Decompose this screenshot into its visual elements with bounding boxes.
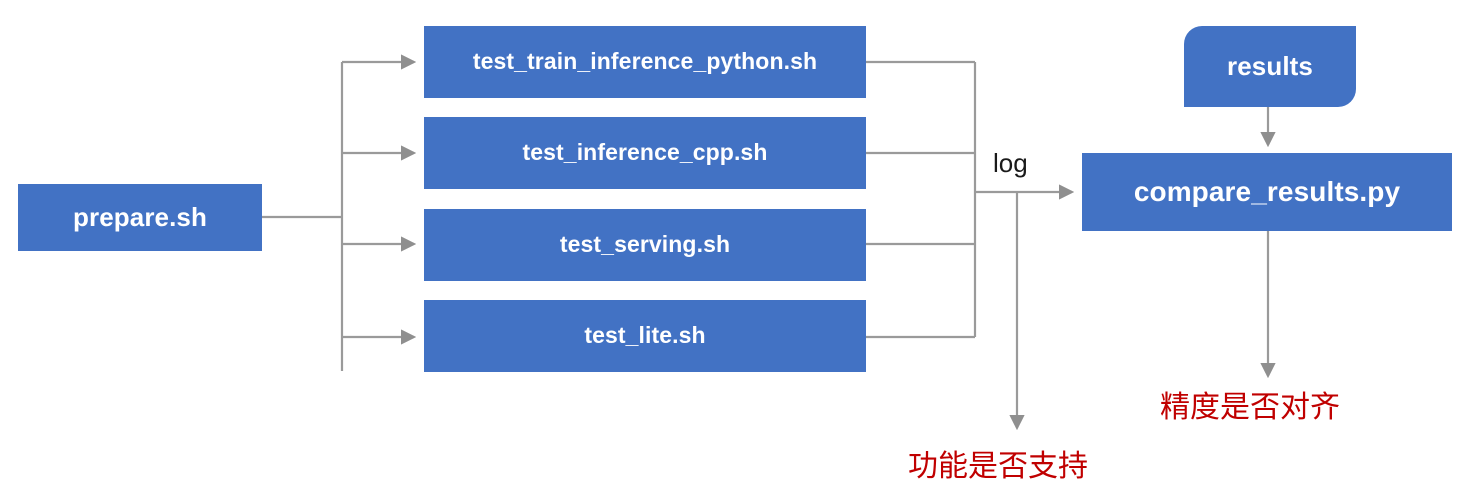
node-prepare-sh[interactable]: prepare.sh — [18, 184, 262, 251]
node-test-inference-cpp-sh[interactable]: test_inference_cpp.sh — [424, 117, 866, 189]
node-step-label: test_train_inference_python.sh — [472, 48, 818, 75]
node-prepare-label: prepare.sh — [73, 202, 207, 233]
node-results[interactable]: results — [1184, 26, 1356, 107]
node-test-train-inference-python-sh[interactable]: test_train_inference_python.sh — [424, 26, 866, 98]
node-compare-results-py[interactable]: compare_results.py — [1082, 153, 1452, 231]
note-function-support: 功能是否支持 — [908, 449, 1088, 484]
node-step-label: test_lite.sh — [584, 322, 706, 349]
note-precision-aligned: 精度是否对齐 — [1160, 390, 1340, 425]
node-step-label: test_serving.sh — [559, 231, 731, 258]
node-results-label: results — [1227, 51, 1313, 82]
node-compare-label: compare_results.py — [1133, 175, 1401, 207]
node-test-serving-sh[interactable]: test_serving.sh — [424, 209, 866, 281]
node-test-lite-sh[interactable]: test_lite.sh — [424, 300, 866, 372]
node-step-label: test_inference_cpp.sh — [522, 139, 768, 166]
edge-label-log: log — [993, 148, 1028, 178]
